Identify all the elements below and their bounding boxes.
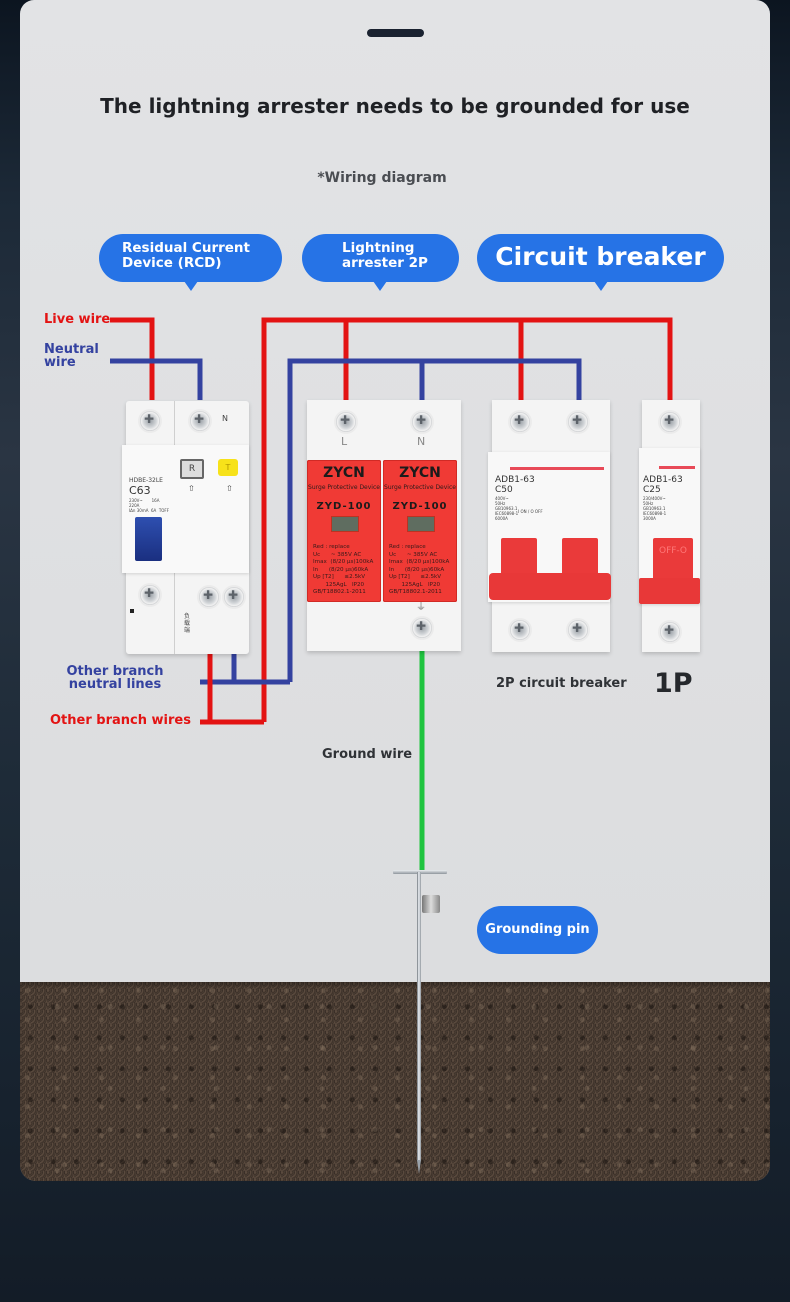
mcb-2p-model: ADB1-63 xyxy=(495,475,535,485)
rcd-screw-icon xyxy=(140,411,160,431)
neutral-wire-input xyxy=(110,358,203,400)
mcb-1p-label: 1P xyxy=(654,668,693,699)
neutral-wire-label: Neutral wire xyxy=(44,342,99,370)
arrester-callout: Lightning arrester 2P xyxy=(302,234,459,291)
mcb-2p-specs: 400V~ 50Hz GB10963.1 IEC60898-1 6000A xyxy=(495,496,519,521)
spd-status-window xyxy=(407,516,435,532)
grounding-rod xyxy=(417,872,421,1162)
live-wire-input xyxy=(110,317,155,400)
mcb-1p-specs: 230/400V~ 50Hz GB10963.1 IEC60898-1 3000… xyxy=(643,496,667,521)
circuit-breaker-1p: ADB1-63 C25 230/400V~ 50Hz GB10963.1 IEC… xyxy=(639,400,700,652)
mcb-2p-label: 2P circuit breaker xyxy=(496,676,627,691)
spd-specs: Red : replace Uc ~ 385V AC Imax (8/20 μs… xyxy=(389,544,450,595)
drag-handle[interactable] xyxy=(367,29,424,37)
mcb-screw-icon xyxy=(568,620,588,640)
ground-symbol-icon: ⏚ xyxy=(416,602,426,613)
rcd-specs: 230V~ 16A 220A IΔn 30mA 6A TOFF xyxy=(129,498,170,513)
grounding-rod-tip xyxy=(417,1160,421,1174)
grounding-rod-clamp xyxy=(422,895,440,913)
spd-model: ZYD-100 xyxy=(316,501,372,512)
spd-status-window xyxy=(331,516,359,532)
mcb-1p-model: ADB1-63 xyxy=(643,475,683,485)
rcd-screw-icon xyxy=(224,587,244,607)
mcb-2p-on-off: I ON / O OFF xyxy=(518,509,543,514)
spd-screw-icon xyxy=(336,412,356,432)
mcb-screw-icon xyxy=(660,622,680,642)
rcd-screw-icon xyxy=(199,587,219,607)
rcd-screw-icon xyxy=(140,585,160,605)
spd-type: Surge Protective Device xyxy=(384,484,456,491)
spd-terminal-n: N xyxy=(417,435,426,448)
page-title: The lightning arrester needs to be groun… xyxy=(100,94,690,118)
soil-ground xyxy=(20,982,770,1181)
mcb-screw-icon xyxy=(510,620,530,640)
circuit-breaker-callout: Circuit breaker xyxy=(477,234,724,291)
grounding-pin-callout: Grounding pin xyxy=(477,906,598,954)
ground-wire-label: Ground wire xyxy=(322,747,413,762)
mcb-1p-rating: C25 xyxy=(643,485,661,495)
rcd-toggle-handle[interactable] xyxy=(135,517,162,561)
spd-module: ZYCN Surge Protective Device ZYD-100 Red… xyxy=(383,460,457,602)
rcd-test-button[interactable]: R xyxy=(180,459,204,479)
rcd-screw-icon xyxy=(190,411,210,431)
rcd-model: HDBE-32LE xyxy=(129,477,163,484)
neutral-bus xyxy=(287,358,582,682)
mcb-1p-toggle[interactable]: OFF-O xyxy=(653,538,693,580)
rcd-device: N HDBE-32LE C63 230V~ 16A 220A IΔn 30mA … xyxy=(122,401,249,654)
other-branch-wires-label: Other branch wires xyxy=(50,713,191,728)
other-branch-neutral-label: Other branch neutral lines xyxy=(66,664,164,692)
rcd-callout: Residual Current Device (RCD) xyxy=(99,234,282,291)
spd-model: ZYD-100 xyxy=(392,501,448,512)
spd-brand: ZYCN xyxy=(323,465,365,481)
mcb-screw-icon xyxy=(660,412,680,432)
rcd-rating: C63 xyxy=(129,484,151,497)
ground-screw-icon xyxy=(412,618,432,638)
mcb-2p-rating: C50 xyxy=(495,485,513,495)
rcd-load-side-label: 负载端 xyxy=(184,613,191,634)
spd-terminal-l: L xyxy=(341,435,348,448)
rcd-reset-button[interactable]: T xyxy=(218,459,238,476)
wiring-diagram-subtitle: *Wiring diagram xyxy=(317,170,447,186)
spd-specs: Red : replace Uc ~ 385V AC Imax (8/20 μs… xyxy=(313,544,374,595)
mcb-screw-icon xyxy=(568,412,588,432)
live-bus xyxy=(261,317,673,722)
spd-type: Surge Protective Device xyxy=(308,484,380,491)
spd-module: ZYCN Surge Protective Device ZYD-100 Red… xyxy=(307,460,381,602)
rcd-n-mark: N xyxy=(222,414,228,423)
arrow-up-icon: ⇧ xyxy=(226,484,233,493)
arrow-up-icon: ⇧ xyxy=(188,484,195,493)
circuit-breaker-2p: ADB1-63 C50 400V~ 50Hz GB10963.1 IEC6089… xyxy=(488,400,611,652)
live-wire-label: Live wire xyxy=(44,312,111,327)
spd-screw-icon xyxy=(412,412,432,432)
spd-brand: ZYCN xyxy=(399,465,441,481)
mcb-screw-icon xyxy=(510,412,530,432)
